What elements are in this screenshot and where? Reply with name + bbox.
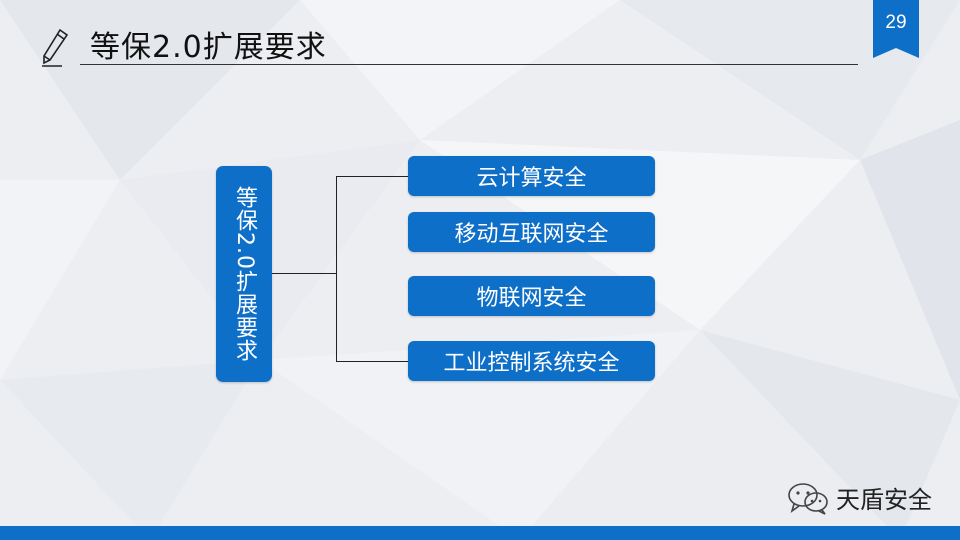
watermark: 天盾安全 bbox=[786, 480, 932, 515]
root-node-label: 等保2.0扩展要求 bbox=[232, 186, 257, 362]
page-number-badge bbox=[873, 0, 919, 58]
pencil-icon bbox=[42, 28, 69, 67]
title-underline bbox=[80, 64, 858, 65]
branch-node-mobile: 移动互联网安全 bbox=[408, 212, 655, 252]
wechat-icon bbox=[788, 482, 828, 515]
root-node: 等保2.0扩展要求 bbox=[216, 166, 272, 382]
branch-node-iot: 物联网安全 bbox=[408, 276, 655, 316]
page-number: 29 bbox=[885, 12, 907, 33]
connector-branch-4 bbox=[336, 361, 408, 362]
connector-root bbox=[272, 273, 336, 274]
watermark-text: 天盾安全 bbox=[836, 486, 932, 514]
branch-label: 物联网安全 bbox=[476, 286, 587, 311]
branch-label: 工业控制系统安全 bbox=[443, 351, 620, 376]
branch-node-ics: 工业控制系统安全 bbox=[408, 341, 655, 381]
bottom-accent-bar bbox=[0, 526, 960, 540]
branch-label: 云计算安全 bbox=[476, 166, 587, 191]
connector-trunk bbox=[336, 176, 337, 361]
branch-node-cloud: 云计算安全 bbox=[408, 156, 655, 196]
page-title: 等保2.0扩展要求 bbox=[90, 30, 327, 65]
branch-label: 移动互联网安全 bbox=[454, 222, 609, 247]
connector-branch-1 bbox=[336, 176, 408, 177]
